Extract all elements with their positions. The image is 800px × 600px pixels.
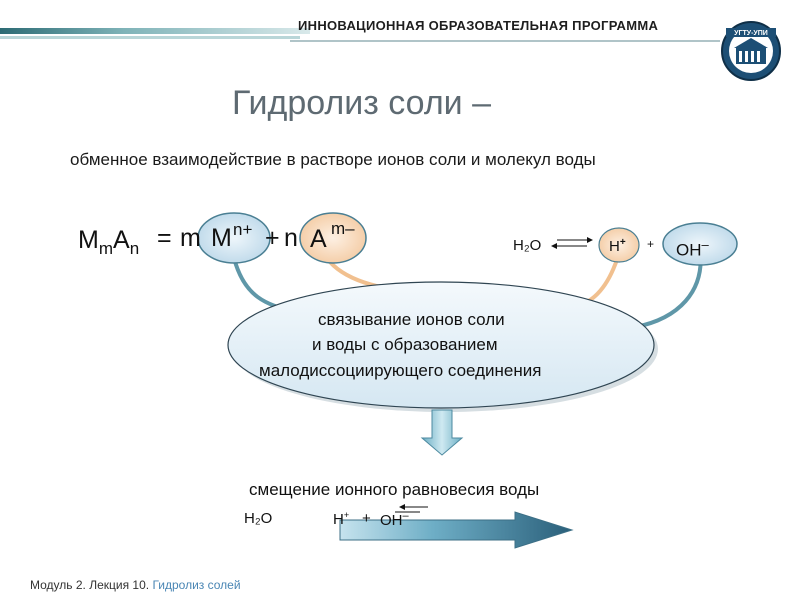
salt-formula: MmAn [78, 226, 140, 258]
header-stripe-light [0, 36, 300, 39]
cation-symbol: M [211, 224, 232, 252]
water-molecule: H₂O [513, 237, 542, 254]
footer-module: Модуль 2. Лекция 10. [30, 578, 150, 592]
header-underline [290, 40, 720, 42]
header-stripe-teal [0, 28, 310, 34]
process-oval [227, 281, 655, 409]
equals-sign: = [157, 224, 172, 252]
cation-coefficient: m [180, 224, 201, 252]
h-ion-oval [598, 227, 640, 263]
slide-subtitle: обменное взаимодействие в растворе ионов… [70, 150, 596, 169]
oval-line-1: связывание ионов соли [318, 310, 505, 329]
svg-text:УГТУ-УПИ: УГТУ-УПИ [734, 30, 768, 37]
water-plus-sign: + [647, 237, 655, 251]
shift-plus-sign: + [362, 510, 371, 527]
anion-oval [299, 212, 367, 264]
cation-charge: n+ [233, 220, 253, 239]
anion-coefficient: n [284, 224, 298, 252]
oval-line-2: и воды с образованием [312, 335, 498, 354]
down-arrow-icon [420, 409, 464, 456]
footer-caption: Модуль 2. Лекция 10. Гидролиз солей [30, 578, 241, 592]
oh-ion: OH– [676, 237, 709, 260]
university-logo-icon: УГТУ-УПИ [721, 21, 781, 81]
anion-charge: m– [331, 219, 355, 238]
plus-sign: + [265, 224, 280, 252]
footer-topic: Гидролиз солей [152, 578, 241, 592]
cation-oval [197, 212, 271, 264]
slide-title: Гидролиз соли – [232, 84, 492, 122]
h-ion: H+ [609, 237, 626, 255]
anion-symbol: A [310, 225, 327, 253]
shift-h-ion: H+ [333, 510, 350, 528]
shift-right-arrow-icon [339, 511, 574, 549]
shift-oh-ion: OH– [380, 510, 409, 529]
shift-caption: смещение ионного равновесия воды [249, 480, 540, 499]
header-band [0, 28, 720, 42]
oval-line-3: малодиссоциирующего соединения [259, 361, 542, 380]
program-title: ИННОВАЦИОННАЯ ОБРАЗОВАТЕЛЬНАЯ ПРОГРАММА [298, 18, 659, 33]
shift-water-molecule: H₂O [244, 510, 273, 527]
oh-ion-oval [662, 222, 738, 266]
